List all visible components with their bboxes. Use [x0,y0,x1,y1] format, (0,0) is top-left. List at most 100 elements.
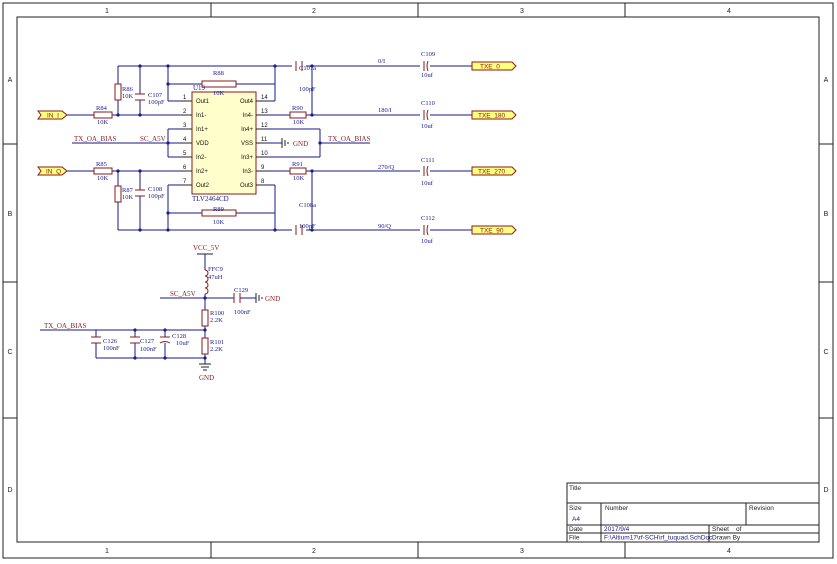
row-labels: A B C D A B C D [7,77,828,494]
r91-ref: R91 [292,161,303,168]
capacitor-c111[interactable]: C111 10uf [421,157,435,187]
capacitor-c107a[interactable]: C107a 100pF [295,61,316,93]
c112-ref: C112 [421,215,435,222]
opamp-pin-7-num: 7 [183,179,187,185]
r90-ref: R90 [292,105,303,112]
c128-ref: C128 [172,333,186,340]
net-label-sc-a5v-top: SC_A5V [140,135,166,143]
row-label-a-right: A [824,77,829,84]
port-txe-180[interactable]: TXE_180 [471,110,517,120]
opamp-pin-14-name: Out4 [240,99,254,105]
c112-val: 10uf [421,238,434,245]
capacitor-c112[interactable]: C112 10uf [421,215,435,245]
net-label-tx-oa-bias-right: TX_OA_BIAS [328,135,370,143]
opamp-pin-12-num: 12 [261,123,268,129]
col-label-3: 3 [520,8,524,15]
r84-ref: R84 [96,105,108,112]
net-label-tx-oa-bias-bottom: TX_OA_BIAS [44,322,86,330]
inductor-ffc9[interactable]: FFC9 47uH [204,266,223,295]
port-txe-270[interactable]: TXE_270 [471,166,517,176]
c127-val: 100nF [140,346,157,353]
c108a-val: 100pF [299,223,316,230]
r100-val: 2.2K [210,317,223,324]
port-in-q[interactable]: IN_Q [37,166,68,176]
opamp-pin-2-num: 2 [183,109,187,115]
col-label-2: 2 [312,8,316,15]
column-labels: 1 2 3 4 1 2 3 4 [105,8,731,555]
c110-val: 10uf [421,123,434,130]
resistor-r87[interactable]: R87 10K [114,185,134,203]
capacitor-c129[interactable]: C129 100nF [233,287,251,316]
r87-ref: R87 [122,187,134,194]
drawn-by-label: Drawn By [712,535,741,542]
r90-val: 10K [293,119,305,126]
capacitor-c109[interactable]: C109 10uf [421,51,435,79]
resistor-r88[interactable]: R88 10K [201,70,237,97]
r91-val: 10K [293,175,305,182]
opamp-u19[interactable]: U19 TLV2464CD 1 Out1 2 In1- 3 In1+ 4 VDD… [182,84,268,203]
row-label-c-right: C [823,349,828,356]
resistor-r91[interactable]: R91 10K [289,161,307,182]
r89-val: 10K [213,219,225,226]
opamp-pin-5-num: 5 [183,151,187,157]
c107a-ref: C107a [299,65,316,72]
c128-val: 10uF [176,340,190,347]
opamp-pin-6-name: In2+ [196,169,208,175]
resistor-r85[interactable]: R85 10K [93,161,113,182]
resistor-r89[interactable]: R89 10K [201,206,237,226]
c108-val: 100pF [148,193,165,200]
col-label-1-bottom: 1 [105,548,109,555]
r101-ref: R101 [210,339,224,346]
c108a-ref: C108a [299,202,316,209]
resistor-r84[interactable]: R84 10K [93,105,113,126]
file-value: F:\Altium17\rf-SCH\rf_tuquad.SchDoc [604,535,713,542]
c111-val: 10uf [421,180,434,187]
opamp-pin-10-num: 10 [261,151,268,157]
r88-val: 10K [213,90,225,97]
port-txe-0[interactable]: TXE_0 [471,61,517,71]
title-block: Title Size A4 Number Revision Date 2017/… [566,482,820,543]
date-value: 2017/9/4 [604,526,630,533]
row-label-d: D [7,487,12,494]
opamp-pin-11-name: VSS [241,141,253,147]
date-label: Date [569,526,583,533]
port-in-i-label: IN_I [47,113,59,120]
gnd-label-bottom: GND [199,374,214,382]
r89-ref: R89 [213,206,224,213]
sheet-label: Sheet [712,526,729,533]
port-in-i[interactable]: IN_I [37,110,68,120]
opamp-pin-4-num: 4 [183,137,187,143]
ffc9-val: 47uH [208,274,223,281]
vcc-5v-label: VCC_5V [193,244,219,252]
r88-ref: R88 [213,70,224,77]
col-label-3-bottom: 3 [520,548,524,555]
resistor-r101[interactable]: R101 2.2K [201,337,224,355]
resistor-r90[interactable]: R90 10K [289,105,307,126]
row-label-b: B [8,211,13,218]
ffc9-ref: FFC9 [208,266,223,273]
c126-val: 100nF [103,345,120,352]
capacitor-c108[interactable]: C108 100pF [135,186,165,200]
of-label: of [736,526,742,533]
resistor-r86[interactable]: R86 10K [114,83,134,101]
capacitor-c110[interactable]: C110 10uf [421,100,435,130]
c129-val: 100nF [234,309,251,316]
port-txe-0-label: TXE_0 [480,64,500,71]
col-label-4: 4 [727,8,731,15]
opamp-pin-13-name: In4- [243,113,253,119]
port-txe-90[interactable]: TXE_90 [471,225,517,235]
r100-ref: R100 [210,310,224,317]
capacitor-c108a[interactable]: C108a 100pF [295,202,316,235]
capacitor-c127[interactable]: C127 100nF [130,336,157,353]
r87-val: 10K [122,194,134,201]
capacitor-c128[interactable]: C128 10uF [159,333,190,347]
revision-label: Revision [749,505,774,512]
opamp-pin-2-name: In1- [196,113,206,119]
capacitor-c126[interactable]: C126 100nF [91,336,120,352]
c109-ref: C109 [421,51,435,58]
resistor-r100[interactable]: R100 2.2K [201,309,224,327]
c108-ref: C108 [148,186,162,193]
port-txe-90-label: TXE_90 [480,228,504,235]
capacitor-c107[interactable]: C107 100pF [135,92,165,106]
opamp-pin-7-name: Out2 [196,183,210,189]
